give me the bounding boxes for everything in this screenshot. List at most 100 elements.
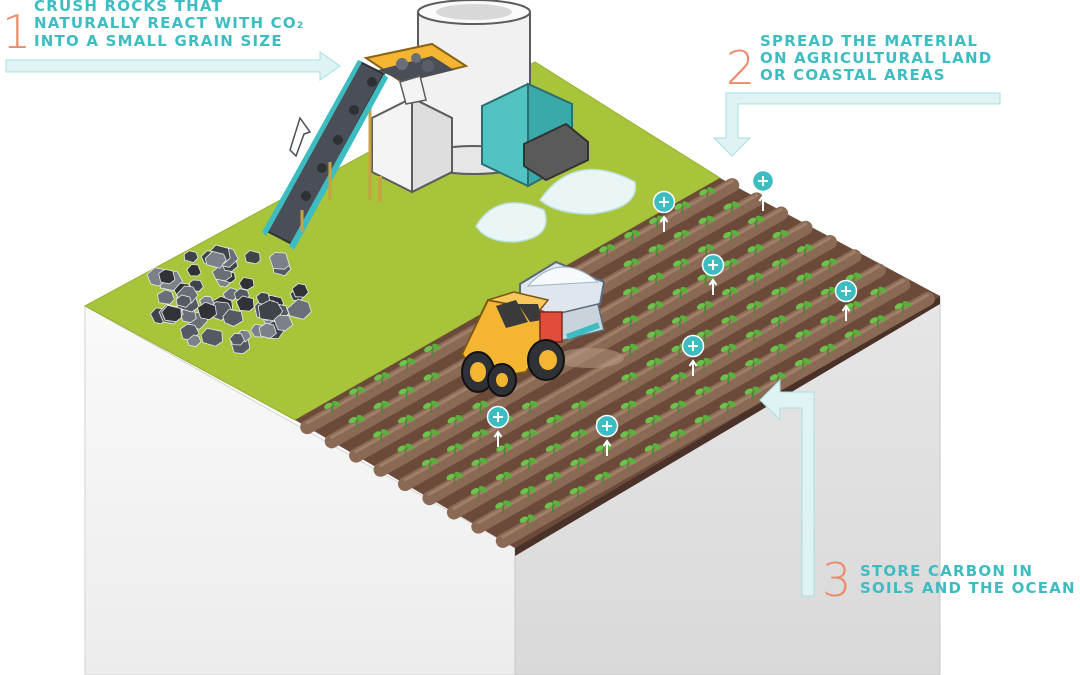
plant-icon bbox=[398, 414, 415, 428]
plant-icon bbox=[673, 258, 690, 271]
crushing-plant bbox=[363, 0, 637, 243]
furrow bbox=[422, 249, 862, 506]
plant-icon bbox=[446, 443, 464, 456]
plant-icon bbox=[795, 329, 812, 342]
step-1-line-1: CRUSH ROCKS THAT bbox=[34, 0, 223, 15]
plant-icon bbox=[646, 329, 664, 342]
plant-icon bbox=[520, 486, 537, 499]
step-2-line-2: ON AGRICULTURAL LAND bbox=[760, 49, 992, 67]
plant-icon bbox=[446, 471, 463, 484]
plant-icon bbox=[694, 414, 711, 428]
tractor-icon bbox=[460, 260, 624, 397]
plant-icon bbox=[796, 244, 814, 257]
plant-icon bbox=[723, 229, 740, 243]
step-3-line-1: STORE CARBON IN bbox=[860, 562, 1033, 580]
gravel-piles bbox=[475, 168, 637, 243]
plant-icon bbox=[424, 343, 441, 356]
plant-icon bbox=[820, 315, 837, 328]
rock bbox=[183, 250, 199, 264]
step-2-line-3: OR COASTAL AREAS bbox=[760, 66, 946, 84]
plant-icon bbox=[398, 386, 415, 399]
plant-icon bbox=[495, 500, 512, 513]
plant-icon bbox=[669, 429, 686, 442]
plant-icon bbox=[373, 400, 390, 413]
rock bbox=[273, 314, 294, 332]
rock bbox=[158, 268, 176, 285]
plant-icon bbox=[545, 471, 562, 484]
plant-icon bbox=[821, 258, 838, 271]
plant-icon bbox=[570, 457, 587, 470]
plant-icon bbox=[719, 400, 736, 413]
soil-field-edge bbox=[515, 296, 940, 556]
plant-icon bbox=[373, 429, 390, 442]
plant-icon bbox=[421, 457, 439, 470]
plant-icon bbox=[771, 286, 788, 299]
plant-icon bbox=[698, 215, 715, 228]
step-2-label: 2 SPREAD THE MATERIAL ON AGRICULTURAL LA… bbox=[726, 32, 992, 95]
arrow-icon bbox=[289, 116, 312, 158]
plant-icon bbox=[744, 386, 761, 399]
plant-icon bbox=[622, 315, 639, 328]
plant-icon bbox=[794, 357, 811, 371]
conveyor-belt-icon bbox=[262, 60, 388, 250]
plant-icon bbox=[795, 300, 812, 314]
plant-icon bbox=[571, 400, 588, 413]
block-left-face bbox=[84, 305, 516, 675]
plant-icon bbox=[672, 286, 689, 299]
plant-icon bbox=[399, 357, 416, 371]
plant-icon bbox=[471, 429, 489, 442]
carbon-plus-icon bbox=[681, 334, 705, 376]
carbon-plus-icon bbox=[486, 405, 510, 447]
plant-icon bbox=[869, 315, 886, 328]
plant-icon bbox=[671, 315, 689, 328]
plant-icon bbox=[674, 201, 691, 214]
plant-icon bbox=[770, 343, 787, 356]
plant-icon bbox=[349, 386, 366, 399]
plant-icon bbox=[721, 286, 739, 299]
plant-icon bbox=[374, 372, 391, 385]
plant-icon bbox=[620, 429, 637, 442]
plant-icon bbox=[570, 429, 587, 442]
step-3-arrow bbox=[759, 378, 815, 597]
plant-icon bbox=[594, 471, 611, 484]
plant-icon bbox=[745, 357, 762, 371]
plant-icon bbox=[769, 372, 786, 385]
plant-icon bbox=[645, 414, 662, 428]
plant-icon bbox=[894, 300, 911, 314]
plant-icon bbox=[422, 429, 439, 442]
plant-icon bbox=[520, 457, 537, 470]
plant-icon bbox=[772, 229, 789, 243]
rock bbox=[244, 250, 261, 265]
plant-icon bbox=[746, 300, 763, 314]
plant-icon bbox=[521, 429, 538, 442]
plant-icon bbox=[544, 500, 561, 513]
plant-icon bbox=[771, 258, 789, 271]
rock bbox=[156, 289, 175, 305]
plant-icon bbox=[545, 443, 562, 456]
plant-icon bbox=[648, 244, 665, 257]
rock bbox=[238, 276, 255, 291]
plant-icon bbox=[720, 372, 737, 385]
plant-icon bbox=[670, 400, 687, 413]
rock bbox=[286, 298, 312, 320]
hopper bbox=[363, 42, 469, 105]
plant-icon bbox=[423, 372, 440, 385]
plant-icon bbox=[844, 329, 861, 342]
carbon-plus-icon bbox=[834, 279, 858, 321]
step-1-line-2: NATURALLY REACT WITH CO₂ bbox=[34, 14, 305, 32]
plant-icon bbox=[796, 272, 813, 285]
rock bbox=[222, 308, 244, 327]
plant-icon bbox=[845, 272, 862, 285]
plant-icon bbox=[495, 471, 512, 484]
plant-icon bbox=[870, 286, 887, 299]
plant-icon bbox=[722, 258, 739, 271]
step-1-line-3: INTO A SMALL GRAIN SIZE bbox=[34, 32, 283, 50]
tractor-wheels bbox=[461, 339, 565, 397]
plant-icon bbox=[645, 386, 662, 399]
rock bbox=[200, 327, 224, 347]
rock bbox=[161, 304, 182, 323]
step-3-line-2: SOILS AND THE OCEAN bbox=[860, 579, 1076, 597]
plant-icon bbox=[471, 457, 488, 470]
plant-icon bbox=[623, 258, 640, 271]
plant-icon bbox=[447, 414, 464, 428]
